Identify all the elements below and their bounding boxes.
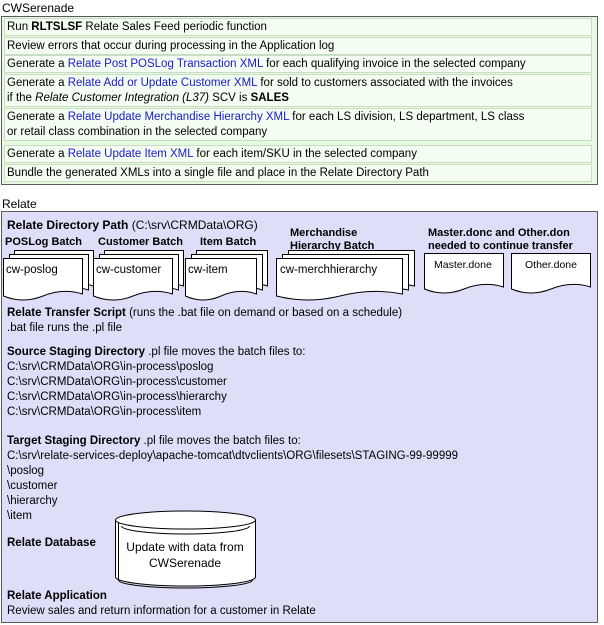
relate-database-label: Relate Database: [7, 537, 96, 549]
target-label: Target Staging Directory: [7, 435, 141, 447]
step-text: Bundle the generated XMLs into a single …: [7, 167, 429, 179]
target-path: \item: [7, 510, 32, 522]
step-merch-xml: Generate a Relate Update Merchandise Hie…: [4, 108, 592, 141]
customer-doc-label: cw-customer: [96, 264, 162, 276]
poslog-doc-stack: [3, 250, 94, 301]
done-title-line2: needed to continue transfer: [428, 240, 573, 252]
step-text: Relate Sales Feed periodic function: [82, 21, 267, 33]
target-path: \hierarchy: [7, 495, 58, 507]
function-name: RLTSLSF: [31, 21, 83, 33]
step-item-xml: Generate a Relate Update Item XML for ea…: [4, 145, 592, 163]
step-text: Review errors that occur during processi…: [7, 40, 335, 52]
step-text: Generate a: [7, 58, 68, 70]
step-text: or retail class combination in the selec…: [7, 126, 268, 138]
directory-path: Relate Directory Path (C:\srv\CRMData\OR…: [7, 218, 258, 232]
source-path: C:\srv\CRMData\ORG\in-process\customer: [7, 376, 227, 388]
step-poslog-xml: Generate a Relate Post POSLog Transactio…: [4, 55, 592, 73]
master-done-label: Master.done: [434, 259, 492, 271]
scv-value: SALES: [250, 92, 289, 104]
source-label: Source Staging Directory: [7, 346, 146, 358]
step-text: Generate a: [7, 111, 68, 123]
transfer-label: Relate Transfer Script: [7, 307, 126, 319]
item-batch-title: Item Batch: [200, 236, 257, 248]
poslog-doc-label: cw-poslog: [6, 264, 58, 276]
application-label: Relate Application: [7, 590, 107, 602]
step-review-errors: Review errors that occur during processi…: [4, 37, 592, 55]
directory-value: (C:\srv\CRMData\ORG): [128, 218, 258, 232]
source-path: C:\srv\CRMData\ORG\in-process\hierarchy: [7, 391, 227, 403]
step-text: SCV is: [209, 92, 251, 104]
source-desc: .pl file moves the batch files to:: [145, 346, 306, 358]
target-path: \poslog: [7, 465, 45, 477]
item-xml-link[interactable]: Relate Update Item XML: [67, 148, 194, 160]
merch-doc-stack: [276, 250, 415, 301]
step-text: Generate a: [7, 148, 68, 160]
poslog-xml-link[interactable]: Relate Post POSLog Transaction XML: [67, 58, 263, 70]
target-staging: Target Staging Directory .pl file moves …: [7, 434, 458, 524]
customer-xml-link[interactable]: Relate Add or Update Customer XML: [67, 77, 258, 89]
application-desc: Review sales and return information for …: [7, 605, 316, 617]
database-line1: Update with data from: [126, 540, 244, 554]
merch-title-line2: Hierarchy Batch: [290, 240, 375, 252]
transfer-script: Relate Transfer Script (runs the .bat fi…: [7, 306, 402, 336]
cwserenade-title: CWSerenade: [2, 1, 75, 15]
done-title-line1: Master.donc and Other.don: [428, 227, 570, 239]
relate-database-cylinder: [115, 510, 256, 589]
scv-name: Relate Customer Integration (L37): [35, 92, 210, 104]
step-bundle-xml: Bundle the generated XMLs into a single …: [4, 164, 592, 182]
customer-doc-stack: [93, 250, 184, 301]
transfer-desc: (runs the .bat file on demand or based o…: [125, 307, 403, 319]
step-text: for each qualifying invoice in the selec…: [262, 58, 526, 70]
database-line2: CWSerenade: [148, 556, 222, 570]
item-doc-label: cw-item: [188, 264, 228, 276]
target-desc: .pl file moves the batch files to:: [140, 435, 301, 447]
step-customer-xml: Generate a Relate Add or Update Customer…: [4, 74, 592, 107]
other-done-label: Other.done: [525, 259, 577, 271]
merch-title-line1: Merchandise: [290, 227, 358, 239]
step-text: for each LS division, LS department, LS …: [289, 111, 525, 123]
target-path: C:\srv\relate-services-deploy\apache-tom…: [7, 450, 459, 462]
customer-batch-title: Customer Batch: [98, 236, 183, 248]
step-text: for each item/SKU in the selected compan…: [193, 148, 417, 160]
source-path: C:\srv\CRMData\ORG\in-process\item: [7, 406, 202, 418]
step-text: for sold to customers associated with th…: [257, 77, 513, 89]
step-text: Generate a: [7, 77, 68, 89]
item-doc-stack: [185, 250, 268, 301]
master-done-doc: [424, 253, 504, 294]
target-path: \customer: [7, 480, 58, 492]
source-path: C:\srv\CRMData\ORG\in-process\poslog: [7, 361, 214, 373]
other-done-doc: [511, 253, 591, 294]
merch-doc-label: cw-merchhierarchy: [280, 264, 378, 276]
merch-hierarchy-xml-link[interactable]: Relate Update Merchandise Hierarchy XML: [67, 111, 290, 123]
step-text: Run: [7, 21, 32, 33]
source-staging: Source Staging Directory .pl file moves …: [7, 345, 306, 420]
relate-title: Relate: [2, 197, 37, 211]
poslog-batch-title: POSLog Batch: [5, 236, 83, 248]
transfer-line2: .bat file runs the .pl file: [7, 322, 123, 334]
step-run-function: Run RLTSLSF Relate Sales Feed periodic f…: [4, 18, 592, 36]
relate-application: Relate Application Review sales and retu…: [7, 589, 316, 619]
directory-label: Relate Directory Path: [7, 218, 129, 232]
step-text: if the: [7, 92, 36, 104]
